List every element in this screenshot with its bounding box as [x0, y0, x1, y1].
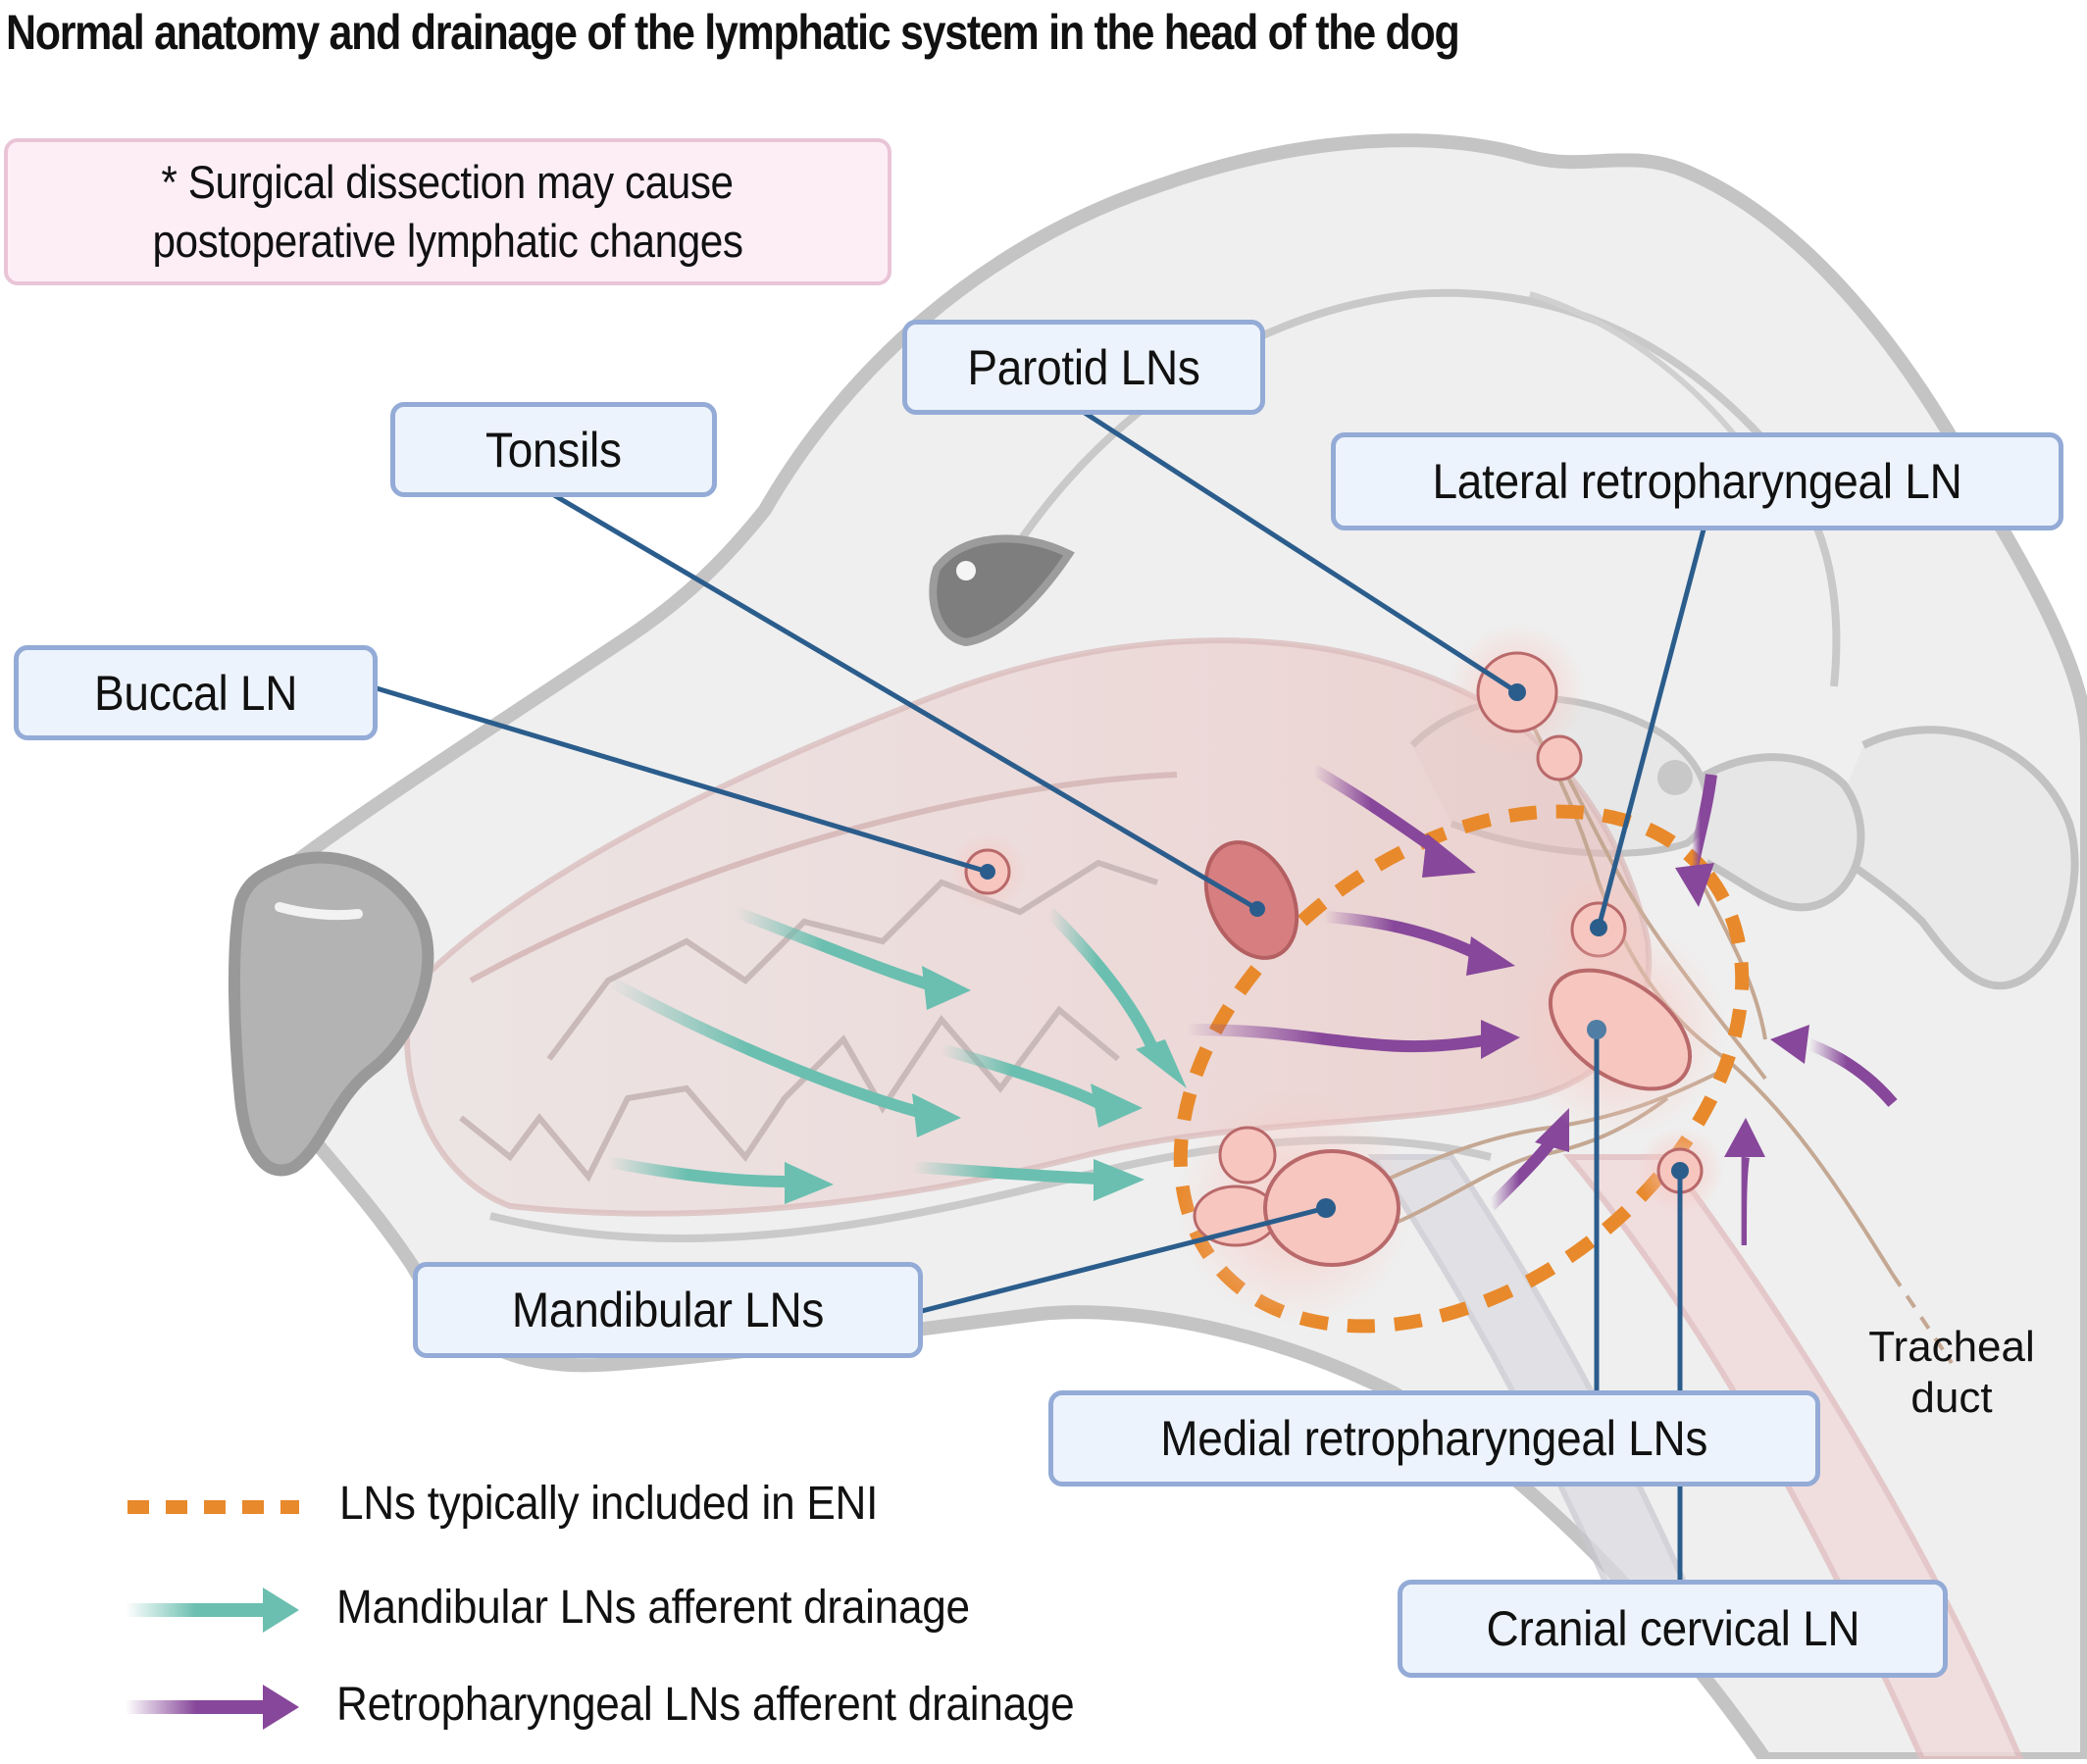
surgical-note-box: * Surgical dissection may cause postoper… — [4, 138, 891, 285]
legend-teal-arrow-shaft — [126, 1603, 282, 1617]
label-text: Cranial cervical LN — [1486, 1601, 1859, 1656]
label-text: Mandibular LNs — [511, 1283, 825, 1337]
label-text: Medial retropharyngeal LNs — [1160, 1411, 1708, 1466]
legend-item-retropharyngeal-drainage: Retropharyngeal LNs afferent drainage — [336, 1678, 1139, 1732]
legend-purple-arrowhead — [263, 1685, 299, 1730]
label-tonsils: Tonsils — [390, 402, 717, 497]
legend-teal-arrowhead — [263, 1588, 299, 1633]
label-text: Buccal LN — [93, 665, 298, 721]
medial-retropharyngeal-lymph-node — [1548, 968, 1693, 1091]
tracheal-duct-line-1: Tracheal — [1868, 1323, 2035, 1371]
leader-dots — [980, 683, 1689, 1218]
tonsil — [1203, 840, 1299, 960]
label-text: Lateral retropharyngeal LN — [1432, 454, 1962, 509]
leader-line-buccal — [376, 685, 989, 875]
label-medial-retropharyngeal-lns: Medial retropharyngeal LNs — [1048, 1390, 1820, 1487]
mandibular-drainage-arrows — [605, 906, 1187, 1204]
tracheal-duct-line-2: duct — [1910, 1374, 1993, 1422]
note-line-2: postoperative lymphatic changes — [152, 215, 743, 267]
mandibular-lymph-node-small — [1218, 1126, 1277, 1184]
label-text: Parotid LNs — [967, 339, 1200, 395]
leader-lines — [376, 410, 1706, 1580]
parotid-lymph-node-small — [1536, 734, 1583, 781]
legend-item-eni: LNs typically included in ENI — [339, 1477, 925, 1531]
legend-item-mandibular-drainage: Mandibular LNs afferent drainage — [336, 1581, 1025, 1635]
label-lateral-retropharyngeal-ln: Lateral retropharyngeal LN — [1331, 432, 2063, 530]
figure-title: Normal anatomy and drainage of the lymph… — [6, 5, 1460, 60]
leader-line-tonsils — [552, 492, 1259, 912]
arrowhead-teal — [922, 966, 971, 1010]
label-text: Tonsils — [485, 422, 622, 478]
label-parotid-lns: Parotid LNs — [902, 320, 1265, 415]
legend-purple-arrow-shaft — [126, 1700, 282, 1714]
leader-line-parotid — [1083, 410, 1519, 695]
note-line-1: * Surgical dissection may cause — [161, 156, 735, 208]
legend-label: LNs typically included in ENI — [339, 1478, 879, 1530]
lymph-nodes — [948, 624, 1726, 1324]
legend-symbols — [126, 1500, 299, 1730]
leader-line-lateral-retropharyngeal — [1596, 529, 1706, 929]
label-mandibular-lns: Mandibular LNs — [413, 1262, 923, 1358]
label-cranial-cervical-ln: Cranial cervical LN — [1398, 1580, 1948, 1678]
ear-canal — [1657, 760, 1693, 795]
legend-label: Mandibular LNs afferent drainage — [336, 1582, 970, 1634]
nose — [228, 851, 434, 1177]
leader-line-mandibular — [921, 1205, 1327, 1314]
label-tracheal-duct: Tracheal duct — [1858, 1322, 2045, 1424]
legend-label: Retropharyngeal LNs afferent drainage — [336, 1679, 1075, 1731]
retropharyngeal-drainage-arrows — [1186, 764, 1898, 1246]
eye — [929, 534, 1075, 647]
label-buccal-ln: Buccal LN — [14, 645, 378, 740]
